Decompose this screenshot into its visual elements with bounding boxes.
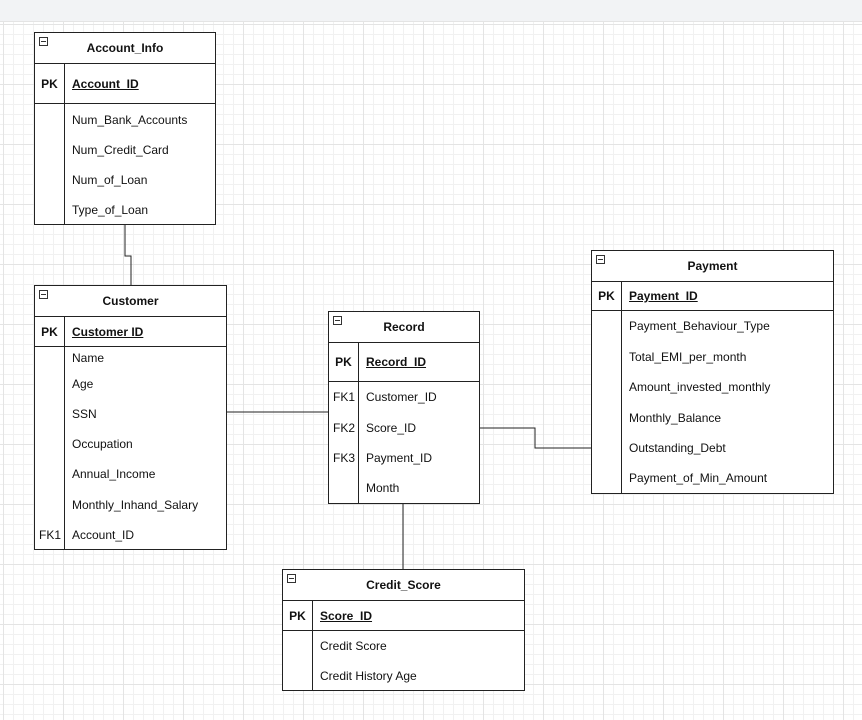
table-credit-score[interactable]: Credit_Score PK Score_ID Credit Score Cr…	[282, 569, 525, 691]
table-title: Payment	[687, 259, 738, 273]
field-name: Monthly_Balance	[629, 410, 722, 425]
pk-label: PK	[283, 601, 313, 630]
field-name: Payment_ID	[366, 451, 433, 465]
pk-field-name: Score_ID	[320, 608, 373, 623]
field-name: Month	[366, 481, 400, 495]
field-name: Monthly_Inhand_Salary	[72, 497, 199, 512]
table-title: Account_Info	[86, 41, 164, 55]
field-name: Num_Credit_Card	[72, 143, 169, 157]
key-column-divider	[312, 631, 313, 690]
field-row[interactable]: Annual_Income	[35, 459, 226, 489]
connector-record-payment[interactable]	[480, 427, 591, 449]
field-list: Name Age SSN Occupation Annual_Income Mo…	[35, 347, 226, 549]
field-list: Credit Score Credit History Age	[283, 631, 524, 690]
field-key: FK3	[332, 451, 355, 465]
pk-field-name: Customer ID	[72, 324, 144, 339]
key-column-divider	[358, 382, 359, 503]
field-name: Customer_ID	[366, 390, 437, 404]
pk-label: PK	[329, 343, 359, 381]
field-name: Credit History Age	[320, 668, 417, 683]
field-name: Payment_of_Min_Amount	[629, 471, 768, 485]
collapse-icon[interactable]	[333, 316, 342, 325]
field-row[interactable]: FK1 Customer_ID	[329, 382, 479, 412]
field-row[interactable]: FK3 Payment_ID	[329, 443, 479, 473]
field-row[interactable]: FK2 Score_ID	[329, 412, 479, 443]
table-record[interactable]: Record PK Record_ID FK1 Customer_ID FK2 Sc…	[328, 311, 480, 504]
field-name: Num_Bank_Accounts	[72, 113, 188, 127]
field-row[interactable]: Occupation	[35, 429, 226, 459]
field-row[interactable]: Monthly_Inhand_Salary	[35, 489, 226, 520]
field-name: SSN	[72, 407, 97, 421]
collapse-icon[interactable]	[287, 574, 296, 583]
table-header[interactable]: Credit_Score	[283, 570, 524, 601]
field-row[interactable]: Payment_of_Min_Amount	[592, 463, 833, 493]
field-row[interactable]: Total_EMI_per_month	[592, 341, 833, 372]
table-header[interactable]: Payment	[592, 251, 833, 282]
primary-key-row[interactable]: PK Payment_ID	[592, 282, 833, 311]
field-row[interactable]: Outstanding_Debt	[592, 433, 833, 463]
field-row[interactable]: Amount_invested_monthly	[592, 372, 833, 402]
field-row[interactable]: Num_Bank_Accounts	[35, 105, 215, 135]
field-list: Payment_Behaviour_Type Total_EMI_per_mon…	[592, 311, 833, 493]
field-name: Annual_Income	[72, 467, 156, 481]
primary-key-row[interactable]: PK Customer ID	[35, 317, 226, 347]
table-account-info[interactable]: Account_Info PK Account_ID Num_Bank_Acco…	[34, 32, 216, 225]
collapse-icon[interactable]	[39, 290, 48, 299]
key-column-divider	[64, 104, 65, 224]
field-name: Total_EMI_per_month	[629, 349, 747, 364]
field-row[interactable]: Num_of_Loan	[35, 165, 215, 195]
field-row[interactable]: Monthly_Balance	[592, 402, 833, 433]
pk-field-name: Record_ID	[366, 355, 427, 369]
collapse-icon[interactable]	[39, 37, 48, 46]
table-header[interactable]: Account_Info	[35, 33, 215, 64]
table-title: Record	[383, 320, 425, 334]
connector-account-customer[interactable]	[124, 224, 132, 286]
table-title: Customer	[102, 294, 159, 308]
field-row[interactable]: SSN	[35, 399, 226, 429]
primary-key-row[interactable]: PK Record_ID	[329, 343, 479, 382]
table-header[interactable]: Customer	[35, 286, 226, 317]
pk-field-name: Payment_ID	[629, 289, 698, 303]
table-customer[interactable]: Customer PK Customer ID Name Age SSN Occ…	[34, 285, 227, 550]
field-row[interactable]: Name	[35, 347, 226, 369]
field-name: Amount_invested_monthly	[629, 380, 771, 394]
pk-field-name: Account_ID	[72, 76, 139, 91]
field-name: Credit Score	[320, 639, 387, 653]
field-name: Score_ID	[366, 420, 417, 435]
pk-label: PK	[35, 317, 65, 346]
primary-key-row[interactable]: PK Score_ID	[283, 601, 524, 631]
field-name: Age	[72, 377, 94, 391]
field-name: Occupation	[72, 437, 133, 451]
field-name: Type_of_Loan	[72, 203, 149, 217]
table-header[interactable]: Record	[329, 312, 479, 343]
field-name: Account_ID	[72, 527, 135, 542]
top-toolbar-strip	[0, 0, 862, 22]
table-title: Credit_Score	[366, 578, 441, 592]
pk-label: PK	[592, 282, 622, 310]
field-row[interactable]: Type_of_Loan	[35, 195, 215, 225]
field-name: Num_of_Loan	[72, 173, 148, 187]
field-row[interactable]: Month	[329, 473, 479, 503]
field-list: FK1 Customer_ID FK2 Score_ID FK3 Payment_ID…	[329, 382, 479, 503]
collapse-icon[interactable]	[596, 255, 605, 264]
field-row[interactable]: FK1 Account_ID	[35, 520, 226, 549]
field-key: FK1	[332, 390, 355, 404]
field-name: Name	[72, 351, 105, 365]
field-key: FK2	[332, 420, 355, 435]
field-list: Num_Bank_Accounts Num_Credit_Card Num_of…	[35, 104, 215, 224]
field-key: FK1	[38, 527, 61, 542]
pk-label: PK	[35, 64, 65, 103]
field-row[interactable]: Age	[35, 369, 226, 399]
key-column-divider	[64, 347, 65, 549]
field-row[interactable]: Num_Credit_Card	[35, 135, 215, 165]
field-row[interactable]: Credit Score	[283, 631, 524, 661]
field-row[interactable]: Credit History Age	[283, 661, 524, 690]
field-name: Payment_Behaviour_Type	[629, 319, 770, 333]
field-name: Outstanding_Debt	[629, 441, 726, 455]
field-row[interactable]: Payment_Behaviour_Type	[592, 311, 833, 341]
primary-key-row[interactable]: PK Account_ID	[35, 64, 215, 104]
key-column-divider	[621, 311, 622, 493]
table-payment[interactable]: Payment PK Payment_ID Payment_Behaviour_…	[591, 250, 834, 494]
